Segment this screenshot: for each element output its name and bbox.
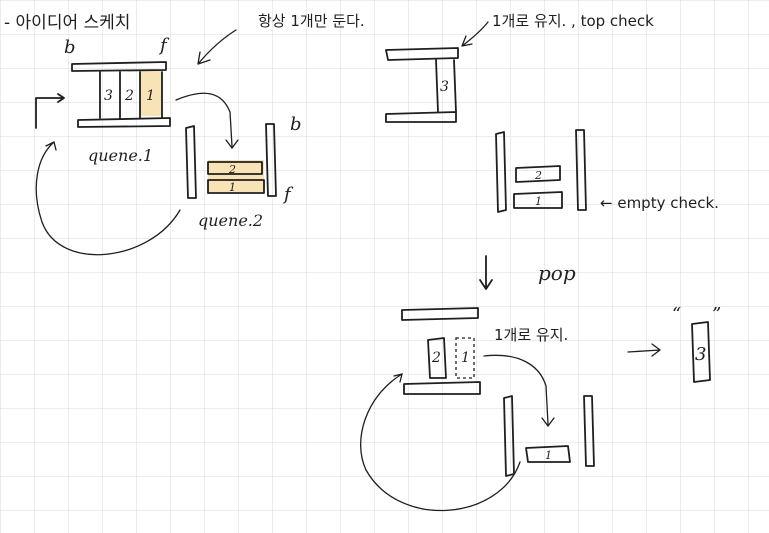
push-in-arrow: [35, 93, 65, 129]
s2-queue2-cell-2: 2: [534, 169, 542, 182]
s3-queue1-cell-2-box: [427, 337, 447, 379]
cycle-arrow-1: [35, 141, 181, 256]
keep-one-arrow: [197, 29, 237, 65]
s3-queue1-bottom-rail: [403, 381, 481, 395]
keep-one-note-2: 1개로 유지.: [494, 326, 568, 344]
queue2-cell-1: 1: [229, 181, 236, 194]
queue2-right-rail: [265, 123, 277, 197]
pop-arrow: [479, 255, 493, 290]
queue2-left-rail: [185, 125, 197, 199]
s2-queue2-left-rail: [495, 131, 507, 213]
result-quote-open: “: [672, 304, 681, 325]
result-box: [691, 321, 711, 383]
result-value: 3: [695, 344, 706, 365]
cycle-arrow-2: [360, 373, 521, 512]
queue1-cell-3: 3: [104, 88, 113, 104]
s3-queue1-cell-2: 2: [431, 350, 441, 366]
s3-queue2-cell-1: 1: [545, 449, 552, 462]
s3-queue2-cell-box: [525, 445, 571, 463]
s2-queue1-cell: [435, 59, 457, 113]
queue1-cell-2: 2: [124, 88, 134, 104]
top-check-arrow: [461, 21, 489, 47]
queue2-highlight: [208, 160, 264, 192]
queue2-cell-2: 2: [228, 163, 236, 176]
queue2-cell-2-box: [207, 161, 263, 175]
s3-queue1-cell-1: 1: [461, 350, 470, 366]
result-quote-close: ”: [712, 304, 721, 325]
transfer-arrow: [175, 92, 239, 150]
result-arrow: [627, 343, 662, 357]
queue1-cell-1: 1: [146, 88, 155, 104]
s3-queue2-right-rail: [583, 395, 595, 467]
s2-queue1-cell-3: 3: [440, 79, 449, 95]
empty-check-note: ← empty check.: [600, 194, 719, 212]
s3-transfer-arrow: [483, 354, 555, 428]
keep-one-note: 항상 1개만 둔다.: [258, 12, 365, 30]
queue1-highlight: [140, 70, 162, 116]
s2-queue2-cell-1: 1: [535, 195, 542, 208]
top-check-note: 1개로 유지. , top check: [492, 12, 654, 30]
s2-queue2-right-rail: [575, 129, 587, 211]
s2-queue2-cell-1-box: [513, 191, 563, 209]
queue1-label: quene.1: [88, 146, 153, 165]
queue1-bottom-rail: [77, 117, 171, 128]
s3-queue1-cell-1-box: [455, 337, 475, 379]
queue1-top-rail: [71, 61, 167, 72]
queue2-back-label: b: [290, 114, 302, 135]
s2-queue2-cell-2-box: [515, 165, 561, 183]
queue2-cell-1-box: [207, 179, 265, 194]
pop-label: pop: [538, 261, 576, 285]
s3-queue1-top-rail: [401, 307, 479, 321]
queue2-label: quene.2: [198, 211, 263, 230]
s3-queue2-left-rail: [503, 395, 515, 477]
title-note: - 아이디어 스케치: [4, 13, 130, 33]
queue1-back-label: b: [64, 37, 76, 58]
s2-queue1-top-rail: [385, 47, 459, 61]
s2-queue1-bottom-rail: [385, 111, 457, 123]
queue1-cell-dividers: [99, 71, 163, 119]
